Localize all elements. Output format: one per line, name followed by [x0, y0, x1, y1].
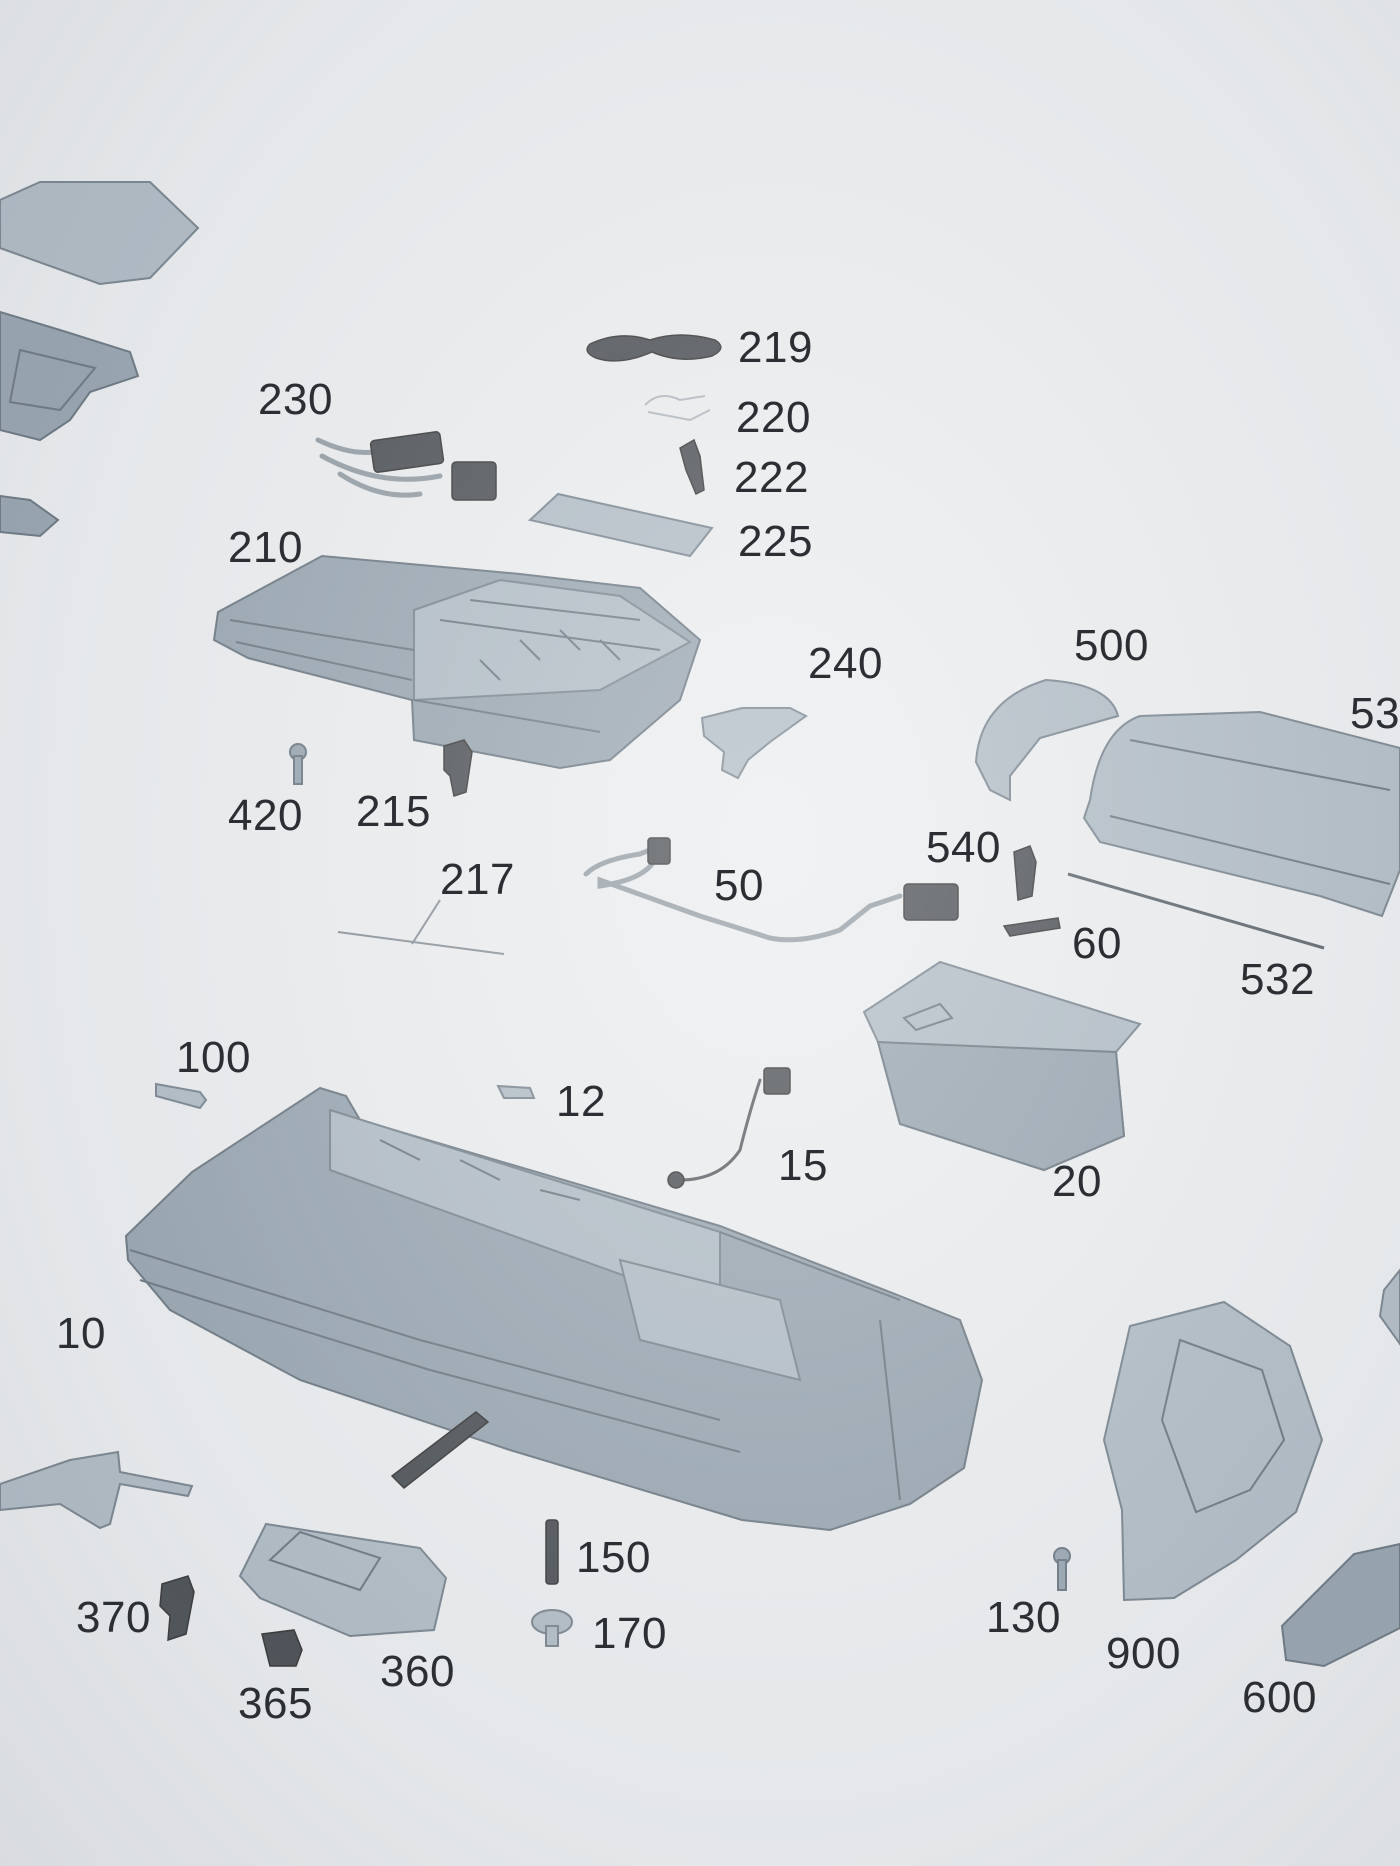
part-20-storage-bin — [862, 960, 1142, 1172]
part-225-plate — [527, 492, 714, 558]
part-222-latch — [679, 438, 705, 496]
part-strap — [390, 1411, 490, 1490]
callout-10: 10 — [56, 1309, 106, 1358]
callout-150: 150 — [576, 1533, 651, 1582]
part-532-rod — [1067, 872, 1325, 950]
part-60-pin — [1002, 917, 1061, 937]
callout-532: 532 — [1240, 955, 1315, 1004]
callout-230: 230 — [258, 375, 333, 424]
callout-420: 420 — [228, 791, 303, 840]
part-100-bolt — [155, 1082, 208, 1110]
part-170-nut — [531, 1609, 573, 1647]
part-210-upper-assembly — [212, 554, 702, 770]
part-top-left-frame — [0, 310, 140, 442]
part-365-cap — [261, 1629, 303, 1667]
callout-540: 540 — [926, 823, 1001, 872]
callout-15: 15 — [778, 1141, 828, 1190]
part-420-screw — [289, 743, 307, 785]
part-right-edge — [1378, 1268, 1400, 1346]
callout-100: 100 — [176, 1033, 251, 1082]
part-12-clip — [496, 1084, 536, 1099]
part-900-trim-frame — [1102, 1300, 1324, 1602]
callout-900: 900 — [1106, 1629, 1181, 1678]
callout-130: 130 — [986, 1593, 1061, 1642]
part-500-cover — [974, 678, 1120, 802]
part-top-left-clip — [0, 494, 60, 538]
part-10-console-body — [124, 1086, 984, 1532]
callout-210: 210 — [228, 523, 303, 572]
part-130-screw — [1053, 1547, 1071, 1591]
callout-360: 360 — [380, 1647, 455, 1696]
callout-60: 60 — [1072, 919, 1122, 968]
callout-370: 370 — [76, 1593, 151, 1642]
callout-225: 225 — [738, 517, 813, 566]
part-540-clip — [1013, 845, 1037, 901]
callout-220: 220 — [736, 393, 811, 442]
part-15-sensor — [667, 1067, 791, 1189]
part-220-spring-clip — [644, 395, 711, 422]
part-armrest — [1082, 710, 1400, 918]
part-50-cable — [583, 837, 959, 943]
part-217-rod — [337, 899, 505, 955]
callout-600: 600 — [1242, 1673, 1317, 1722]
callout-219: 219 — [738, 323, 813, 372]
callout-217: 217 — [440, 855, 515, 904]
callout-12: 12 — [556, 1077, 606, 1126]
callout-215: 215 — [356, 787, 431, 836]
callout-170: 170 — [592, 1609, 667, 1658]
callout-500: 500 — [1074, 621, 1149, 670]
callout-53: 53 — [1350, 689, 1400, 738]
part-top-left-lid — [0, 181, 200, 286]
part-150-screw — [545, 1519, 559, 1585]
part-360-frame — [238, 1522, 448, 1638]
part-370-clip — [159, 1575, 195, 1642]
part-lower-left-rail — [0, 1450, 194, 1530]
callout-20: 20 — [1052, 1157, 1102, 1206]
part-219-pad — [586, 334, 722, 362]
part-215-clip — [443, 739, 473, 797]
part-240-bracket — [700, 707, 808, 780]
part-600-bracket — [1280, 1542, 1400, 1668]
callout-365: 365 — [238, 1679, 313, 1728]
callout-50: 50 — [714, 861, 764, 910]
callout-222: 222 — [734, 453, 809, 502]
part-230-wire-harness — [315, 431, 497, 501]
callout-240: 240 — [808, 639, 883, 688]
